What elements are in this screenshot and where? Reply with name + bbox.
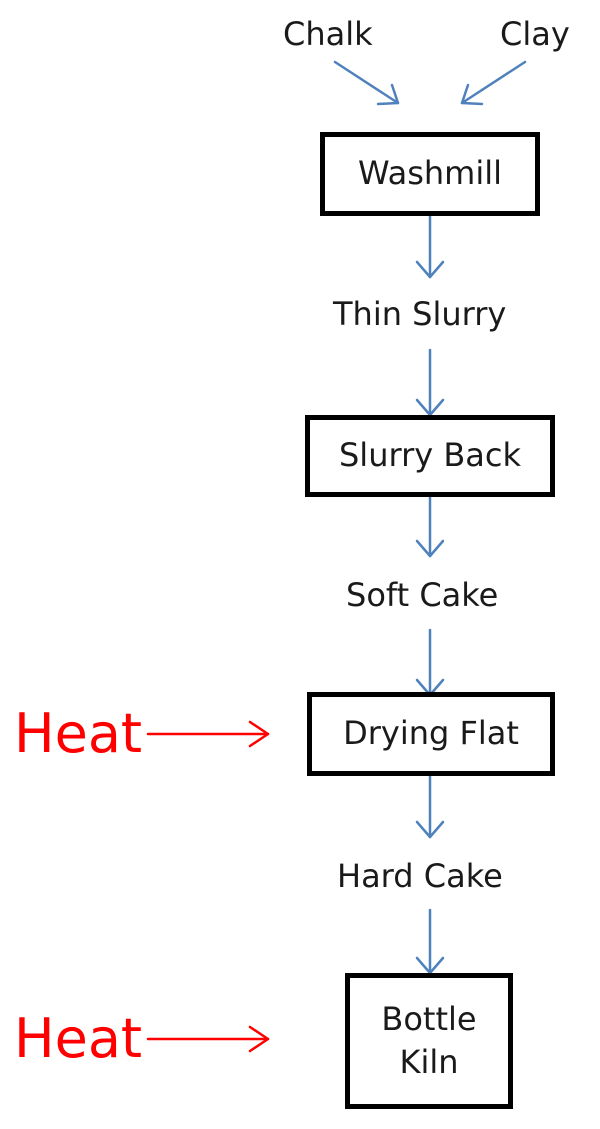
drying-flat-box: Drying Flat — [307, 692, 555, 776]
arrow-thin-slurry-to-slurry-back — [415, 348, 445, 417]
arrow-heat-to-drying-flat — [146, 720, 270, 748]
bottle-kiln-box: Bottle Kiln — [345, 973, 513, 1109]
arrow-hard-cake-to-bottle-kiln — [415, 908, 445, 975]
arrow-soft-cake-to-drying-flat — [415, 628, 445, 697]
heat-label-drying-flat: Heat — [14, 702, 143, 765]
heat-label-bottle-kiln: Heat — [14, 1007, 143, 1070]
washmill-box: Washmill — [320, 132, 540, 216]
clay-label: Clay — [500, 15, 570, 53]
arrow-drying-flat-to-hard-cake — [415, 772, 445, 839]
arrow-chalk-to-washmill — [333, 60, 400, 106]
soft-cake-label: Soft Cake — [346, 576, 499, 614]
hard-cake-label: Hard Cake — [337, 857, 503, 895]
arrow-heat-to-bottle-kiln — [146, 1025, 270, 1053]
arrow-washmill-to-thin-slurry — [415, 212, 445, 279]
thin-slurry-label: Thin Slurry — [333, 295, 507, 333]
slurry-back-box: Slurry Back — [305, 415, 555, 497]
arrow-slurry-back-to-soft-cake — [415, 492, 445, 558]
arrow-clay-to-washmill — [460, 60, 527, 106]
chalk-label: Chalk — [283, 15, 373, 53]
